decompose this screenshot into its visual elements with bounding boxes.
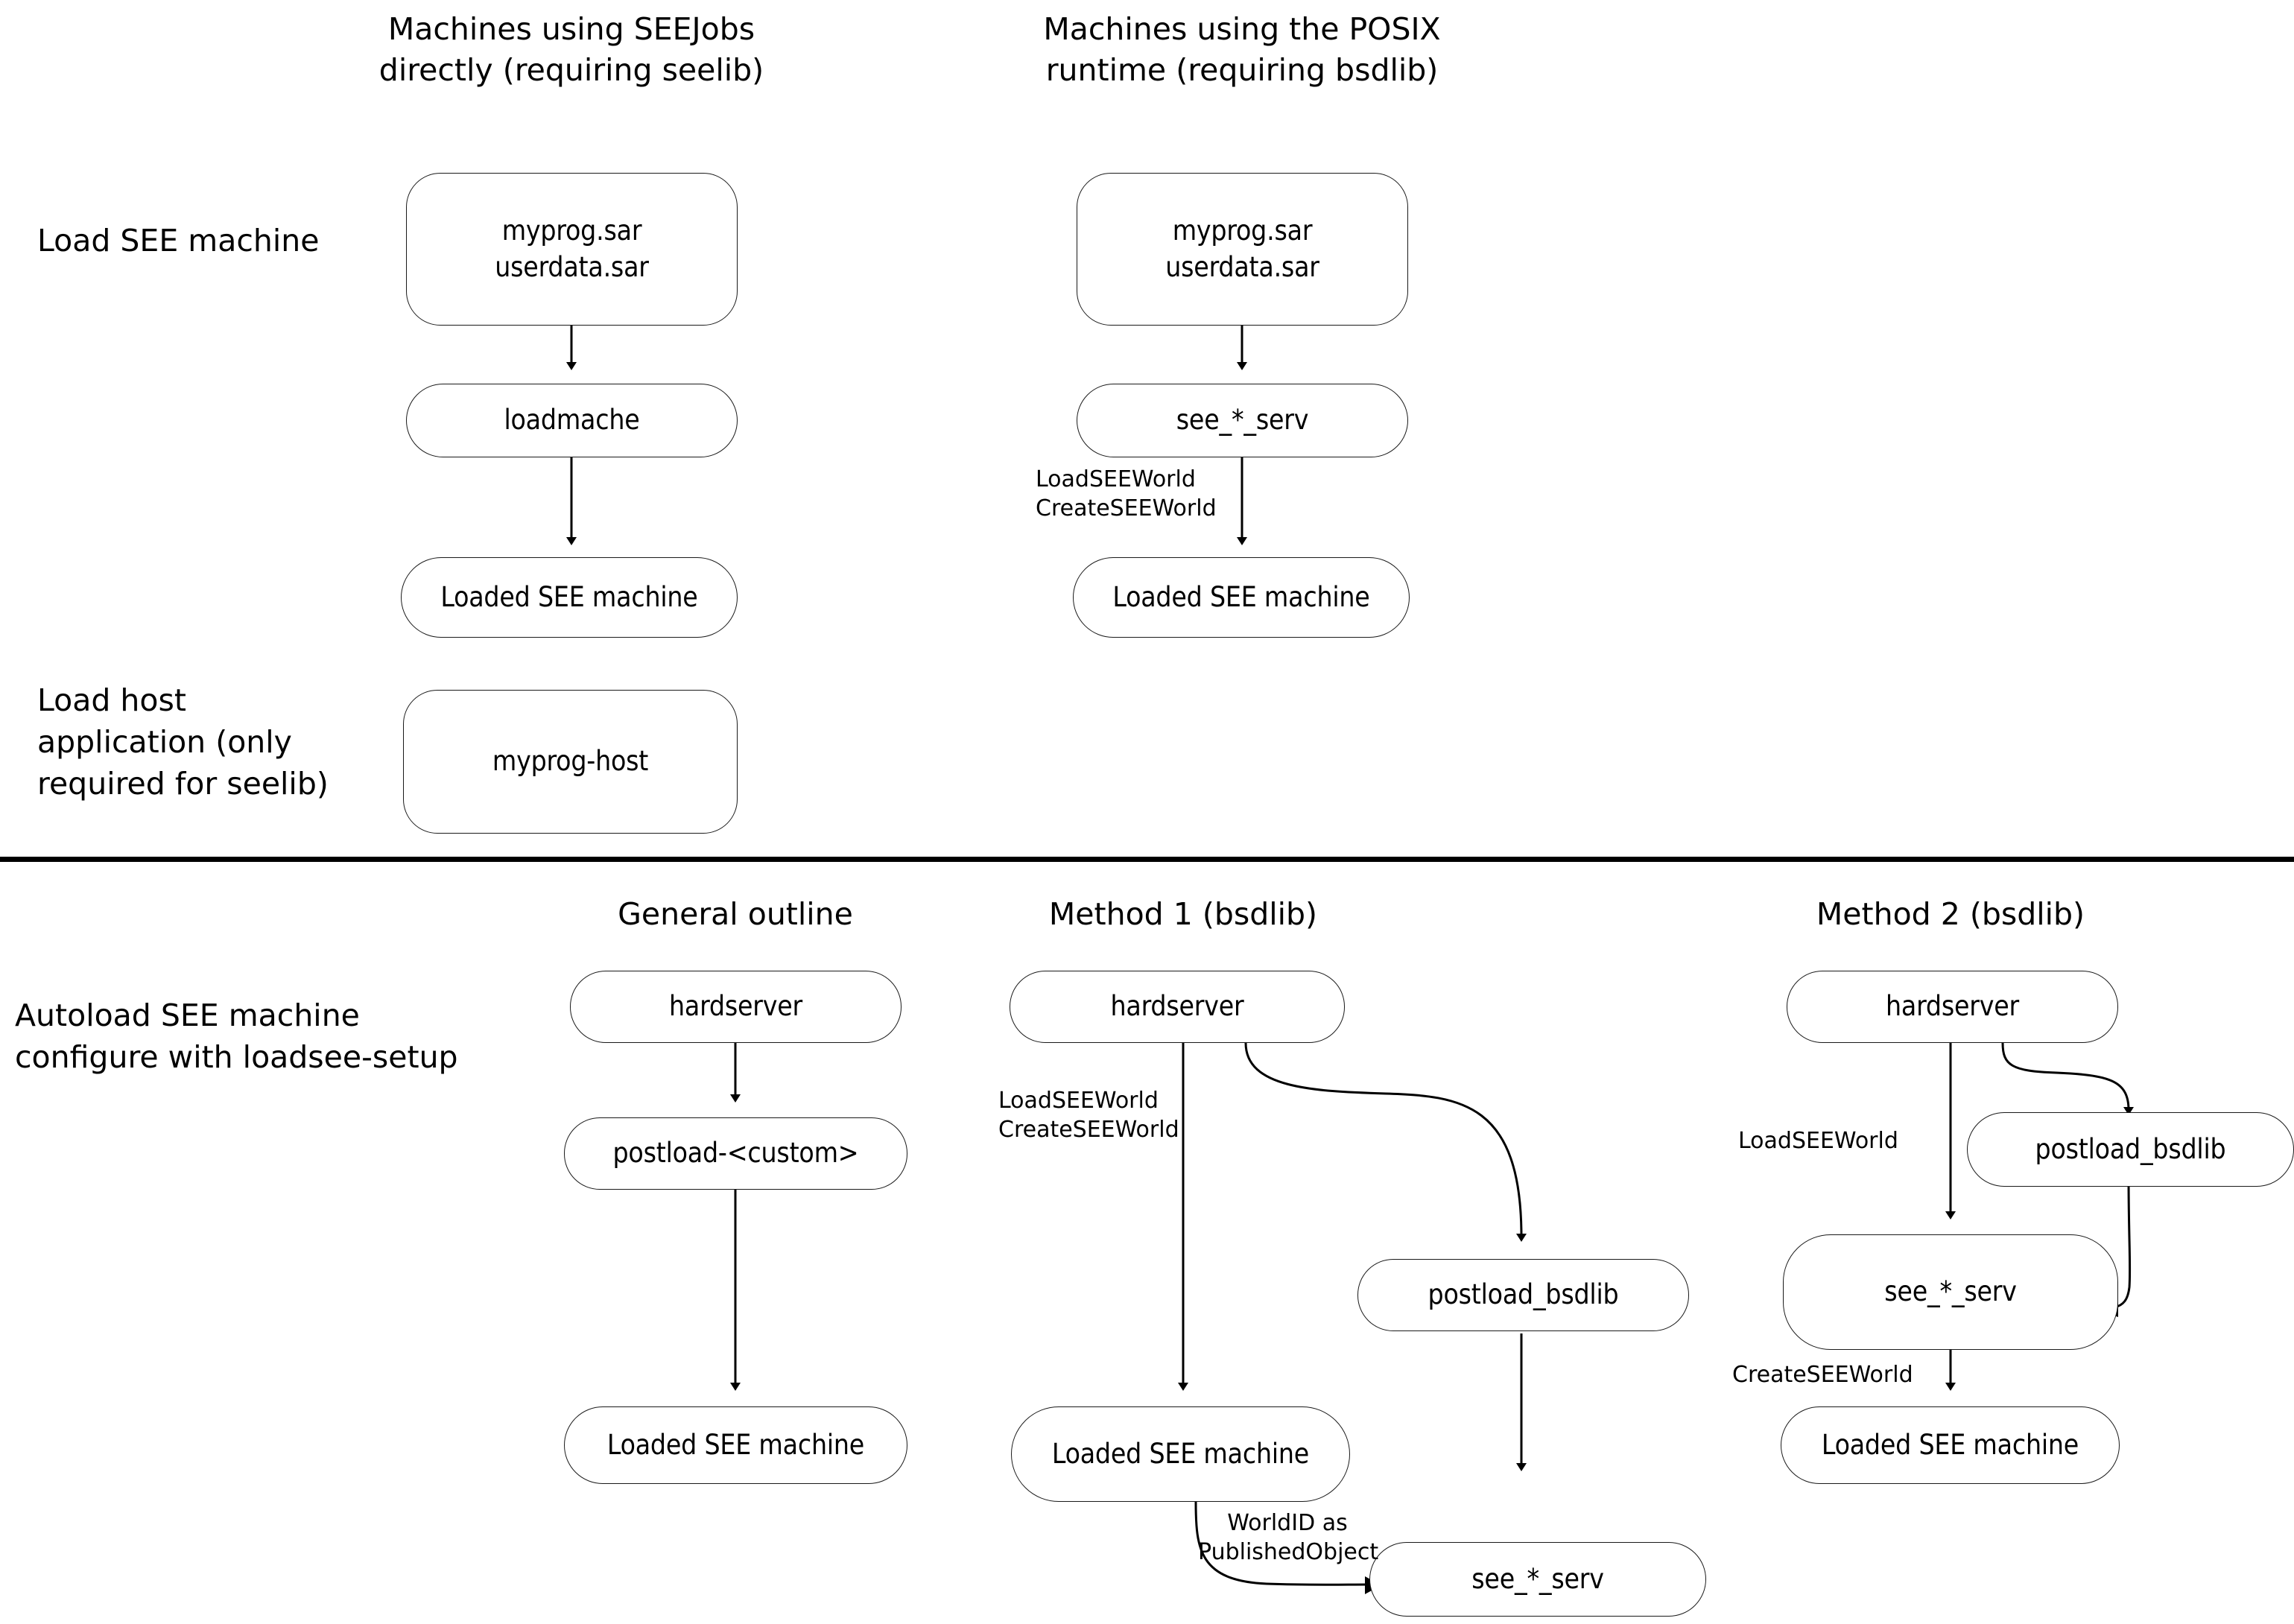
edge-label-m2-createseeworld-text: CreateSEEWorld [1732,1362,1913,1388]
row-label-load-host-line3: required for seelib) [37,766,329,802]
column-title-seejobs-line2: directly (requiring seelib) [378,51,764,88]
row-label-load-see-machine-line1: Load SEE machine [37,223,320,258]
row-label-load-see-machine: Load SEE machine [37,220,350,261]
row-label-load-host-line1: Load host [37,682,186,718]
row-label-autoload-line1: Autoload SEE machine [15,997,360,1033]
edge-label-posix-createseeworld: CreateSEEWorld [1036,495,1217,521]
node-seelib-sar-line2: userdata.sar [495,250,649,283]
edge-label-m2-createseeworld: CreateSEEWorld [1732,1360,1971,1389]
node-m1-loaded-label: Loaded SEE machine [1051,1437,1310,1470]
edge-label-m1-worldid-line1: WorldID as [1227,1510,1348,1536]
node-m1-see-serv-label: see_*_serv [1471,1562,1604,1595]
node-go-postload-custom[interactable]: postload-<custom> [564,1117,907,1190]
node-loadmache-label: loadmache [504,404,640,437]
node-posix-see-serv-label: see_*_serv [1176,404,1309,437]
row-label-load-host-line2: application (only [37,724,292,761]
node-go-loaded-see-machine[interactable]: Loaded SEE machine [564,1406,907,1484]
node-m2-see-serv[interactable]: see_*_serv [1783,1234,2118,1350]
node-loadmache[interactable]: loadmache [406,384,738,457]
column-title-general-outline: General outline [534,894,937,935]
edge-label-posix-loadseeworld: LoadSEEWorld [1036,466,1196,492]
column-title-seejobs-line1: Machines using SEEJobs [387,11,755,47]
column-title-method-2-line1: Method 2 (bsdlib) [1816,896,2085,932]
node-posix-sar[interactable]: myprog.sar userdata.sar [1077,173,1408,326]
node-m2-postload-bsdlib-label: postload_bsdlib [2035,1132,2226,1165]
node-myprog-host-label: myprog-host [492,745,649,778]
node-seelib-loaded-label: Loaded SEE machine [440,580,698,613]
node-m1-loaded-see-machine[interactable]: Loaded SEE machine [1011,1406,1350,1502]
row-label-autoload-line2: configure with loadsee-setup [15,1039,458,1076]
node-m2-hardserver-label: hardserver [1885,990,2020,1023]
node-m1-hardserver-label: hardserver [1110,990,1244,1023]
edge-label-m2-loadseeworld-text: LoadSEEWorld [1738,1128,1898,1154]
node-m1-postload-bsdlib[interactable]: postload_bsdlib [1357,1259,1689,1331]
node-myprog-host[interactable]: myprog-host [403,690,738,834]
column-title-method-2: Method 2 (bsdlib) [1749,894,2152,935]
column-title-general-outline-line1: General outline [618,896,853,932]
edge-label-m2-loadseeworld: LoadSEEWorld [1738,1126,1962,1155]
node-posix-sar-line2: userdata.sar [1165,250,1319,283]
edge-m1-hardserver-to-postload [1244,1042,1527,1242]
column-title-method-1-line1: Method 1 (bsdlib) [1048,896,1318,932]
node-posix-see-serv[interactable]: see_*_serv [1077,384,1408,457]
node-m1-see-serv[interactable]: see_*_serv [1369,1542,1706,1617]
node-m2-see-serv-label: see_*_serv [1884,1275,2017,1308]
node-seelib-loaded-see-machine[interactable]: Loaded SEE machine [401,557,738,638]
node-m1-postload-bsdlib-label: postload_bsdlib [1428,1278,1619,1311]
node-m1-hardserver[interactable]: hardserver [1010,971,1345,1043]
node-go-hardserver[interactable]: hardserver [570,971,902,1043]
node-go-postload-custom-label: postload-<custom> [612,1137,859,1170]
node-posix-loaded-see-machine[interactable]: Loaded SEE machine [1073,557,1410,638]
edge-label-m1-worldid-line2: PublishedObject [1198,1539,1379,1565]
edge-label-m1-loadcreate: LoadSEEWorld CreateSEEWorld [998,1086,1222,1144]
node-m2-hardserver[interactable]: hardserver [1787,971,2118,1043]
node-seelib-sar[interactable]: myprog.sar userdata.sar [406,173,738,326]
node-posix-sar-line1: myprog.sar [1172,214,1313,247]
column-title-seejobs: Machines using SEEJobs directly (requiri… [370,9,773,90]
column-title-posix: Machines using the POSIX runtime (requir… [1041,9,1443,90]
edge-label-m1-worldid: WorldID as PublishedObject [1198,1509,1379,1567]
node-go-hardserver-label: hardserver [668,990,803,1023]
column-title-posix-line2: runtime (requiring bsdlib) [1045,51,1439,88]
column-title-posix-line1: Machines using the POSIX [1043,11,1441,47]
row-label-load-host-application: Load host application (only required for… [37,679,350,805]
node-seelib-sar-line1: myprog.sar [501,214,642,247]
node-m2-postload-bsdlib[interactable]: postload_bsdlib [1967,1112,2294,1187]
edge-label-m1-loadseeworld: LoadSEEWorld [998,1088,1159,1114]
node-m2-loaded-label: Loaded SEE machine [1821,1428,2079,1461]
node-m2-loaded-see-machine[interactable]: Loaded SEE machine [1781,1406,2120,1484]
node-posix-loaded-label: Loaded SEE machine [1112,580,1370,613]
edge-m2-hardserver-to-postload [2001,1042,2134,1115]
column-title-method-1: Method 1 (bsdlib) [982,894,1384,935]
row-label-autoload-see-machine: Autoload SEE machine configure with load… [15,995,499,1078]
section-divider [0,857,2294,862]
node-go-loaded-label: Loaded SEE machine [606,1428,865,1461]
edge-label-m1-createseeworld: CreateSEEWorld [998,1117,1179,1143]
edge-label-posix-loadcreate: LoadSEEWorld CreateSEEWorld [1036,465,1259,523]
